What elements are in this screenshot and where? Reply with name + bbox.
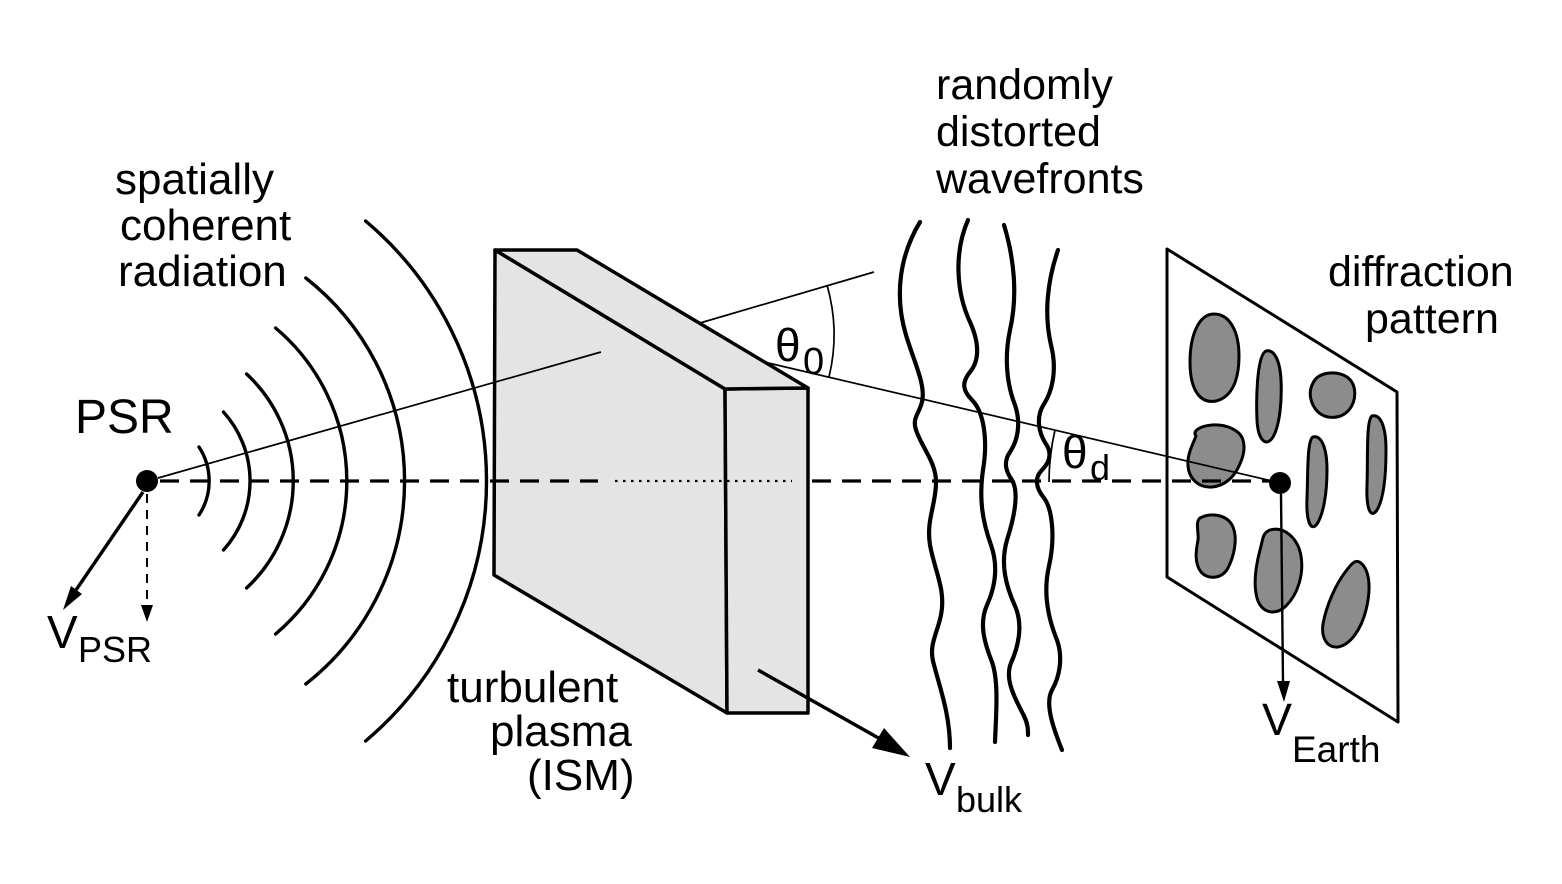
label-turbulent: turbulent bbox=[447, 663, 618, 712]
label-pattern: pattern bbox=[1365, 295, 1499, 343]
label-randomly: randomly bbox=[936, 61, 1113, 109]
label-diffraction: diffraction bbox=[1328, 248, 1514, 296]
scattered-ray-to-earth bbox=[763, 361, 1273, 482]
slab-top-face bbox=[493, 248, 810, 391]
label-radiation: radiation bbox=[118, 247, 287, 296]
distorted-wavefront bbox=[1034, 247, 1065, 753]
v-psr-arrowhead bbox=[63, 586, 82, 610]
distorted-wavefront bbox=[956, 217, 999, 745]
label-spatially: spatially bbox=[115, 155, 274, 204]
thetad-angle-arc bbox=[1048, 429, 1056, 483]
diffraction-blob bbox=[1365, 414, 1388, 515]
wavefront-arc bbox=[363, 219, 489, 743]
label-thetad: θ bbox=[1062, 426, 1088, 478]
pulsar-dot bbox=[136, 470, 158, 492]
diffraction-blob bbox=[1321, 559, 1371, 649]
scatter-cone-upper-line bbox=[699, 271, 875, 324]
slab-right-face bbox=[723, 386, 810, 715]
label-v-psr-sub: PSR bbox=[78, 629, 152, 670]
v-earth-arrow-shaft bbox=[1279, 493, 1285, 683]
label-v-psr: V bbox=[47, 606, 78, 658]
diffraction-blobs bbox=[1186, 312, 1388, 649]
label-distorted: distorted bbox=[936, 108, 1101, 156]
label-thetad-sub: d bbox=[1090, 447, 1110, 488]
psr-dashed-arrowhead bbox=[141, 605, 153, 622]
diffraction-blob bbox=[1255, 349, 1283, 444]
wavefront-arc bbox=[197, 445, 211, 517]
diffraction-blob bbox=[1253, 527, 1304, 614]
label-psr: PSR bbox=[75, 391, 174, 444]
label-v-earth: V bbox=[1262, 694, 1292, 745]
label-coherent: coherent bbox=[120, 201, 291, 250]
v-earth-arrowhead bbox=[1277, 681, 1290, 702]
v-psr-arrow-shaft bbox=[74, 491, 145, 591]
theta0-angle-arc bbox=[826, 284, 835, 378]
v-bulk-arrow-shaft bbox=[757, 668, 883, 742]
v-bulk-arrowhead bbox=[872, 728, 910, 757]
label-v-earth-sub: Earth bbox=[1292, 729, 1380, 770]
label-plasma: plasma bbox=[490, 707, 632, 756]
diffraction-blob bbox=[1194, 513, 1237, 579]
diffraction-blob bbox=[1188, 312, 1241, 403]
labels: spatially coherent radiation PSR V PSR t… bbox=[47, 61, 1514, 820]
label-theta0-sub: 0 bbox=[803, 341, 824, 383]
label-ism: (ISM) bbox=[527, 751, 635, 800]
distorted-wavefront bbox=[897, 219, 953, 751]
distorted-wavefront-lines bbox=[897, 217, 1065, 753]
ray-psr-to-slab bbox=[157, 351, 602, 479]
v-earth-arrow bbox=[1277, 493, 1290, 702]
v-psr-arrow bbox=[63, 491, 145, 610]
label-wavefronts: wavefronts bbox=[935, 155, 1144, 203]
diffraction-blob bbox=[1305, 435, 1329, 529]
distorted-wavefront bbox=[1001, 222, 1031, 738]
v-bulk-arrow bbox=[757, 668, 910, 757]
earth-dot bbox=[1269, 472, 1291, 494]
label-theta0: θ bbox=[775, 319, 801, 371]
diffraction-blob bbox=[1308, 371, 1357, 419]
psr-dashed-down-arrow bbox=[141, 494, 153, 622]
label-v-bulk: V bbox=[925, 753, 956, 805]
label-v-bulk-sub: bulk bbox=[956, 779, 1023, 820]
